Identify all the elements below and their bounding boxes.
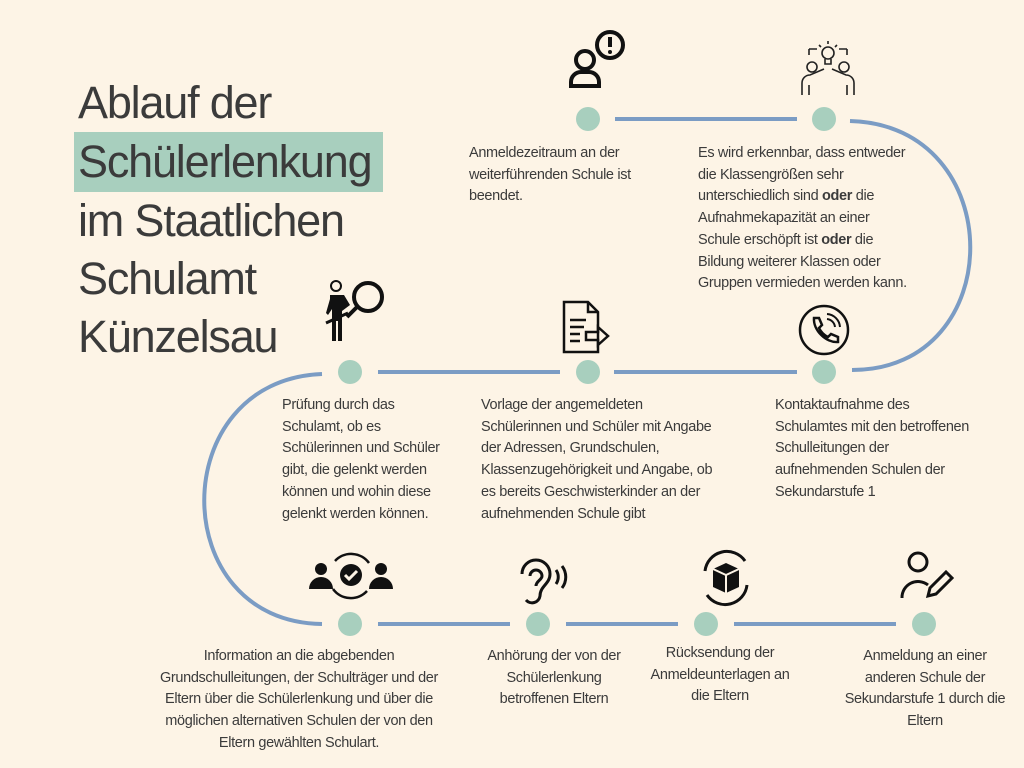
page-title: Ablauf der Schülerlenkung im Staatlichen… xyxy=(74,74,384,366)
step-5-text: Prüfung durch das Schulamt, ob es Schüle… xyxy=(282,397,440,522)
step-7-text: Anhörung der von der Schülerlenkung betr… xyxy=(487,648,621,708)
step-dot xyxy=(694,612,718,636)
step-dot xyxy=(912,612,936,636)
text-segment: Es wird erkennbar, dass entweder die Kla… xyxy=(698,145,906,205)
step-dot xyxy=(576,107,600,131)
title-highlight: Schülerlenkung xyxy=(74,132,384,192)
emphasis: oder xyxy=(822,188,853,205)
step-9-text: Anmeldung an einer anderen Schule der Se… xyxy=(844,648,1006,730)
text-segment: die Aufnahmekapazität an einer Schule er… xyxy=(698,188,875,248)
ear-icon xyxy=(520,558,568,605)
step-6-text: Information an die abgebenden Grundschul… xyxy=(159,648,438,751)
idea-exchange-icon xyxy=(801,41,855,95)
title-line: Schulamt xyxy=(78,253,257,304)
person-edit-icon xyxy=(900,551,954,599)
step-dot xyxy=(338,612,362,636)
step-dot xyxy=(576,360,600,384)
step-dot xyxy=(338,360,362,384)
step-1-text: Anmeldezeitraum an der weiterführenden S… xyxy=(469,145,631,205)
document-send-icon xyxy=(562,300,610,354)
title-line: im Staatlichen xyxy=(78,195,345,246)
group-check-icon xyxy=(309,552,393,600)
step-3-text: Kontaktaufnahme des Schulamtes mit den b… xyxy=(775,397,969,500)
step-4-text: Vorlage der angemeldeten Schülerinnen un… xyxy=(481,397,713,522)
step-dot xyxy=(526,612,550,636)
person-alert-icon xyxy=(569,30,625,88)
text-segment: die Bildung weiterer Klassen oder Gruppe… xyxy=(698,231,907,292)
step-dot xyxy=(812,360,836,384)
step-8-text: Rücksendung der Anmeldeunterlagen an die… xyxy=(650,645,790,705)
title-line: Ablauf der xyxy=(78,77,272,128)
emphasis: oder xyxy=(821,231,852,248)
step-2-text: Es wird erkennbar, dass entweder die Kla… xyxy=(698,143,907,295)
step-dot xyxy=(812,107,836,131)
person-magnifier-icon xyxy=(325,280,384,341)
package-return-icon xyxy=(703,550,749,606)
phone-icon xyxy=(798,304,850,356)
title-line: Künzelsau xyxy=(78,311,279,362)
connector-arc-right xyxy=(849,119,973,372)
connector-arc-left xyxy=(202,372,323,626)
